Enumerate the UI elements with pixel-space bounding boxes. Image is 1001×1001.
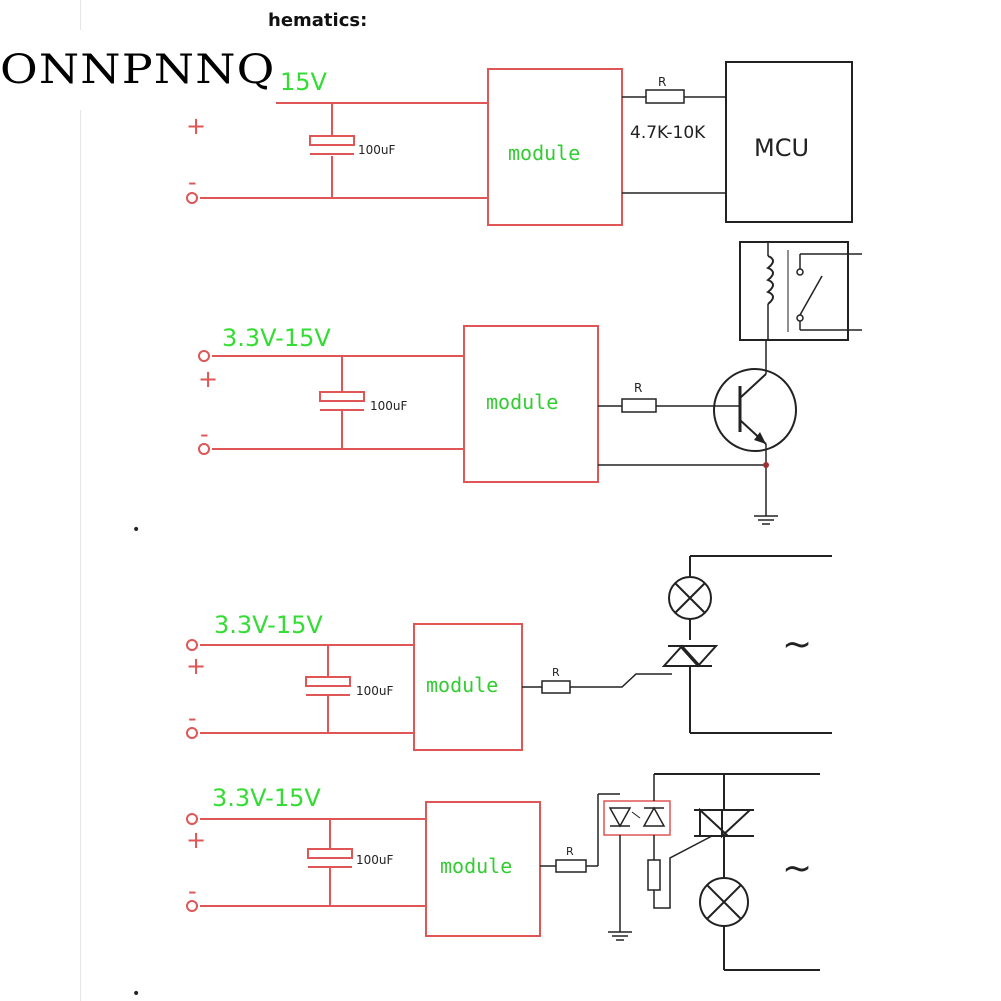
bullet-2: •: [132, 986, 140, 1001]
opto-led-icon: [608, 807, 632, 828]
relay-coil-icon: [766, 255, 774, 305]
capacitor-plate-top: [305, 676, 351, 687]
plus-sign: +: [186, 652, 206, 680]
module-label: module: [426, 673, 498, 697]
module-label: module: [486, 390, 558, 414]
circuit-relay: + - 3.3V-15V 100uF module R: [198, 241, 862, 525]
triac-diode-up: [721, 809, 753, 839]
circuit-opto: + - 3.3V-15V 100uF module R: [186, 773, 820, 971]
terminal-positive: [186, 639, 198, 651]
ac-source-symbol: ~: [782, 624, 812, 665]
lamp-cross-2: [674, 582, 706, 614]
resistor: [621, 398, 657, 413]
opto-triac-icon: [642, 806, 666, 827]
capacitor-label: 100uF: [356, 684, 394, 698]
relay-contact-top: [796, 268, 804, 276]
module-box: [463, 325, 599, 483]
capacitor-plate-top: [307, 848, 353, 859]
page-margin-line: [80, 0, 81, 1001]
plus-sign: +: [186, 112, 206, 140]
module-label: module: [440, 854, 512, 878]
resistor-label: R: [566, 845, 574, 858]
capacitor-plate-top: [309, 135, 355, 146]
circuit-mcu: + - 15V 100uF module R 4.7K-10K MCU: [186, 61, 853, 226]
resistor-label: R: [552, 666, 560, 679]
mcu-label: MCU: [754, 134, 809, 162]
emitter-arrow: [754, 432, 766, 444]
triac-diode-up: [677, 645, 719, 668]
minus-sign: -: [188, 168, 197, 196]
capacitor-label: 100uF: [370, 399, 408, 413]
minus-sign: -: [188, 704, 197, 732]
resistor-label: R: [634, 381, 642, 395]
terminal-negative: [186, 192, 198, 204]
bullet-1: •: [132, 522, 140, 538]
capacitor-label: 100uF: [358, 143, 396, 157]
gate-resistor: [647, 859, 661, 891]
junction-dot: [763, 462, 769, 468]
resistor: [645, 89, 685, 104]
relay-box: [739, 241, 849, 341]
terminal-negative: [198, 443, 210, 455]
relay-switch-arm: [799, 275, 823, 316]
resistor: [541, 680, 571, 694]
module-label: module: [508, 141, 580, 165]
brand-logo-text: ONNPNNQ: [0, 47, 276, 93]
circuit-triac: + - 3.3V-15V 100uF module R: [186, 555, 832, 751]
relay-contact-bottom: [796, 314, 804, 322]
minus-sign: -: [188, 877, 197, 905]
resistor-value: 4.7K-10K: [630, 123, 706, 143]
optocoupler-box: [603, 800, 671, 836]
triac-diode-down: [661, 644, 703, 667]
triac-diode-down: [699, 807, 731, 837]
minus-sign: -: [200, 420, 209, 448]
voltage-label: 3.3V-15V: [214, 611, 323, 639]
capacitor-plate-top: [319, 391, 365, 402]
capacitor-label: 100uF: [356, 853, 394, 867]
voltage-label: 3.3V-15V: [222, 324, 331, 352]
transistor-collector: [739, 373, 767, 399]
voltage-label: 15V: [280, 68, 328, 96]
transistor-body: [713, 368, 797, 452]
terminal-negative: [186, 727, 198, 739]
mcu-box: [725, 61, 853, 223]
lamp-cross-2: [706, 884, 742, 920]
gate-wire: [570, 673, 672, 688]
terminal-positive: [198, 350, 210, 362]
module-box: [487, 68, 623, 226]
plus-sign: +: [198, 365, 218, 393]
ac-source-symbol: ~: [782, 848, 812, 889]
terminal-positive: [186, 813, 198, 825]
terminal-negative: [186, 900, 198, 912]
plus-sign: +: [186, 826, 206, 854]
resistor: [555, 859, 587, 873]
page-heading: hematics:: [268, 10, 368, 31]
voltage-label: 3.3V-15V: [212, 784, 321, 812]
gate-resistor-wire: [653, 835, 713, 909]
brand-logo: ONNPNNQ: [0, 30, 276, 110]
module-box: [425, 801, 541, 937]
opto-light-arrow: [631, 811, 641, 819]
resistor-label: R: [658, 75, 666, 89]
